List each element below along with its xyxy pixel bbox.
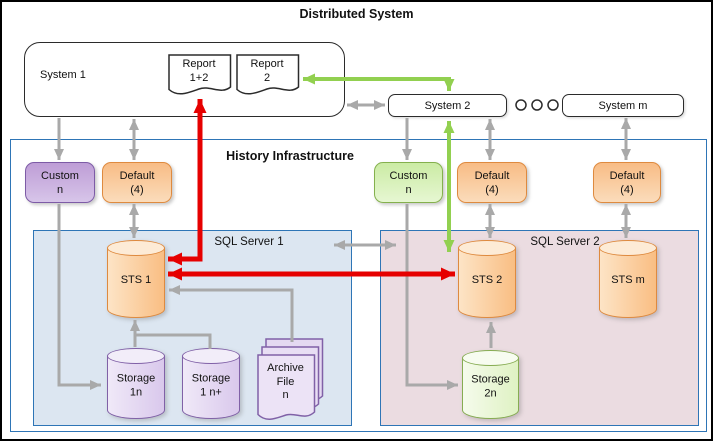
storage-1n-cylinder: Storage 1n <box>107 348 165 419</box>
system2-label: System 2 <box>424 99 471 112</box>
cylinder-top-icon <box>599 240 657 256</box>
cylinder-top-icon <box>107 348 165 364</box>
sts2-label: STS 2 <box>471 273 503 286</box>
sts-m-label: STS m <box>611 273 645 286</box>
default3-line2: (4) <box>620 183 634 196</box>
default2-line1: Default <box>474 169 510 182</box>
storage1n-line1: Storage <box>116 372 156 385</box>
report-2-document: Report 2 <box>236 54 300 105</box>
storage-1n-plus-cylinder: Storage 1 n+ <box>182 348 240 419</box>
default-adapter-3-box: Default (4) <box>593 162 661 203</box>
archive-line3: n <box>282 389 289 401</box>
report12-line2: 1+2 <box>189 72 209 84</box>
sql-server1-label: SQL Server 1 <box>214 236 284 248</box>
default-adapter-1-box: Default (4) <box>102 162 172 203</box>
system-m-box: System m <box>562 94 684 117</box>
archive-line2: File <box>276 375 295 388</box>
ellipsis-circle <box>547 99 559 111</box>
custom2-line2: n <box>405 183 412 196</box>
report2-line1: Report <box>250 58 284 70</box>
custom-adapter-1-box: Custom n <box>25 162 95 203</box>
diagram-title: Distributed System <box>299 7 414 21</box>
cylinder-top-icon <box>458 240 516 256</box>
storage1np-line2: 1 n+ <box>200 386 222 399</box>
sts1-label: STS 1 <box>120 273 152 286</box>
archive-page-front-icon <box>257 354 316 420</box>
default1-line2: (4) <box>130 183 144 196</box>
system1-label: System 1 <box>40 69 86 81</box>
cylinder-top-icon <box>462 350 519 366</box>
system2-box: System 2 <box>388 94 507 117</box>
system-m-label: System m <box>598 99 648 112</box>
sts1-cylinder: STS 1 <box>107 240 165 318</box>
default-adapter-2-box: Default (4) <box>457 162 527 203</box>
ellipsis-circle <box>515 99 527 111</box>
custom2-line1: Custom <box>389 169 428 182</box>
archive-line1: Archive <box>267 362 304 374</box>
cylinder-top-icon <box>182 348 240 364</box>
default1-line1: Default <box>119 169 155 182</box>
sts-m-cylinder: STS m <box>599 240 657 318</box>
report-1-2-document: Report 1+2 <box>168 54 232 105</box>
archive-file-stack: Archive File n <box>257 338 327 428</box>
default3-line1: Default <box>609 169 645 182</box>
sts2-cylinder: STS 2 <box>458 240 516 318</box>
default2-line2: (4) <box>485 183 499 196</box>
document-shape-icon <box>236 54 300 95</box>
ellipsis-circle <box>531 99 543 111</box>
storage-2n-cylinder: Storage 2n <box>462 350 519 419</box>
storage2n-line1: Storage <box>471 373 510 386</box>
sql-server2-label: SQL Server 2 <box>530 236 600 248</box>
report2-line2: 2 <box>263 72 271 84</box>
storage1n-line2: 1n <box>129 386 143 399</box>
custom1-line1: Custom <box>41 169 79 182</box>
custom1-line2: n <box>56 183 64 196</box>
cylinder-top-icon <box>107 240 165 256</box>
custom-adapter-2-box: Custom n <box>374 162 443 203</box>
storage2n-line2: 2n <box>484 387 497 400</box>
history-infrastructure-label: History Infrastructure <box>226 149 354 163</box>
document-shape-icon <box>168 54 232 95</box>
report12-line1: Report <box>182 58 216 70</box>
storage1np-line1: Storage <box>191 372 231 385</box>
